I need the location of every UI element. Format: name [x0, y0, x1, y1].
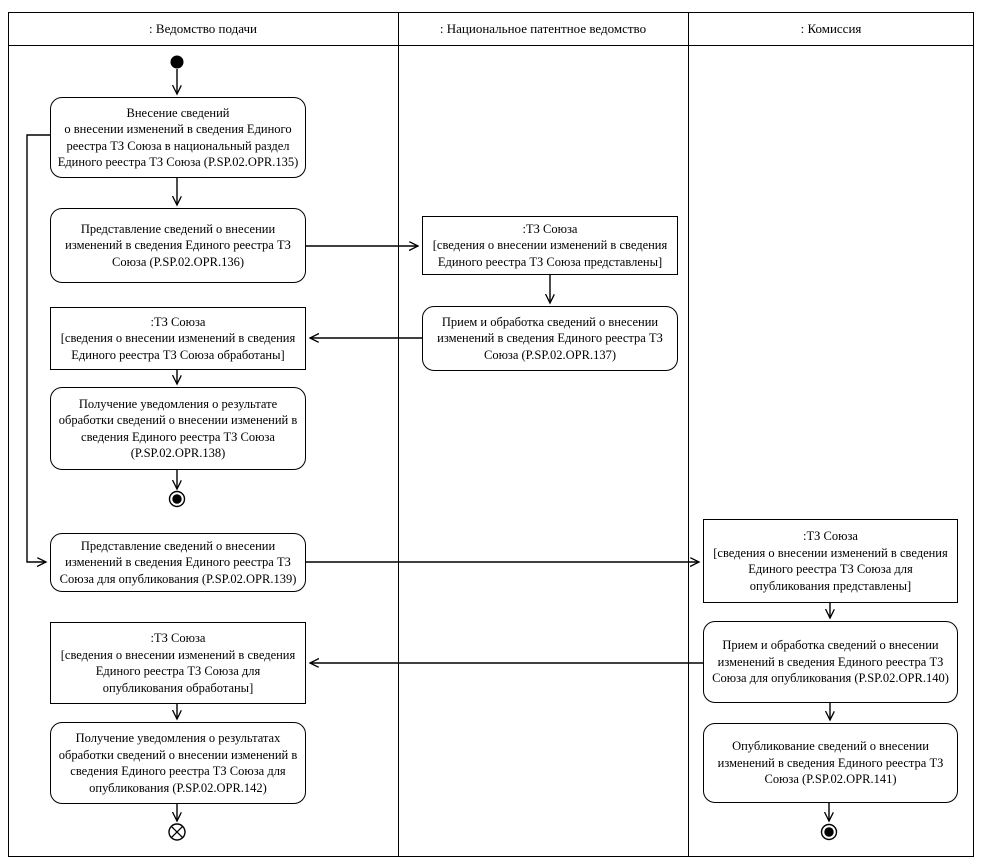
- diagram-frame: [8, 12, 974, 857]
- action-opr136: Представление сведений о внесении измене…: [50, 208, 306, 283]
- object-title: :ТЗ Союза: [150, 631, 206, 645]
- action-opr140: Прием и обработка сведений о внесении из…: [703, 621, 958, 703]
- object-title: :ТЗ Союза: [522, 221, 578, 236]
- lane-header-filing-office: : Ведомство подачи: [8, 12, 398, 45]
- action-opr139: Представление сведений о внесении измене…: [50, 533, 306, 592]
- action-label: о внесении изменений в сведения Единого …: [57, 122, 299, 169]
- action-opr141: Опубликование сведений о внесении измене…: [703, 723, 958, 803]
- action-label: Получение уведомления о результатах обра…: [58, 731, 298, 795]
- action-opr138: Получение уведомления о результате обраб…: [50, 387, 306, 470]
- swimlane-header-row: : Ведомство подачи : Национальное патент…: [8, 12, 974, 46]
- action-label: Опубликование сведений о внесении измене…: [717, 739, 944, 787]
- action-label: Прием и обработка сведений о внесении из…: [437, 314, 663, 362]
- action-opr142: Получение уведомления о результатах обра…: [50, 722, 306, 804]
- lane-label: : Комиссия: [800, 20, 862, 36]
- action-label: Представление сведений о внесении измене…: [59, 538, 297, 586]
- object-node-tz-pub-submitted: :ТЗ Союза [сведения о внесении изменений…: [703, 519, 958, 603]
- lane-header-commission: : Комиссия: [688, 12, 974, 45]
- lane-divider-1: [398, 12, 399, 857]
- lane-header-national-patent-office: : Национальное патентное ведомство: [398, 12, 688, 45]
- lane-label: : Национальное патентное ведомство: [439, 20, 647, 36]
- object-title: :ТЗ Союза: [150, 314, 206, 329]
- lane-divider-2: [688, 12, 689, 857]
- lane-label: : Ведомство подачи: [149, 20, 257, 36]
- object-node-tz-processed: :ТЗ Союза [сведения о внесении изменений…: [50, 307, 306, 370]
- object-state: [сведения о внесении изменений в сведени…: [713, 545, 948, 593]
- object-node-tz-pub-processed: :ТЗ Союза [сведения о внесении изменений…: [50, 622, 306, 704]
- object-state: [сведения о внесении изменений в сведени…: [432, 238, 668, 269]
- object-state: [сведения о внесении изменений в сведени…: [60, 331, 296, 362]
- action-opr137: Прием и обработка сведений о внесении из…: [422, 306, 678, 371]
- action-label: Прием и обработка сведений о внесении из…: [712, 638, 949, 686]
- object-title: :ТЗ Союза: [803, 529, 858, 543]
- action-label-line: Внесение сведений: [126, 105, 230, 120]
- action-label: Представление сведений о внесении измене…: [65, 221, 291, 269]
- action-label: Получение уведомления о результате обраб…: [58, 396, 298, 461]
- object-state: [сведения о внесении изменений в сведени…: [60, 647, 296, 695]
- action-opr135: Внесение сведений о внесении изменений в…: [50, 97, 306, 178]
- object-node-tz-submitted: :ТЗ Союза [сведения о внесении изменений…: [422, 216, 678, 275]
